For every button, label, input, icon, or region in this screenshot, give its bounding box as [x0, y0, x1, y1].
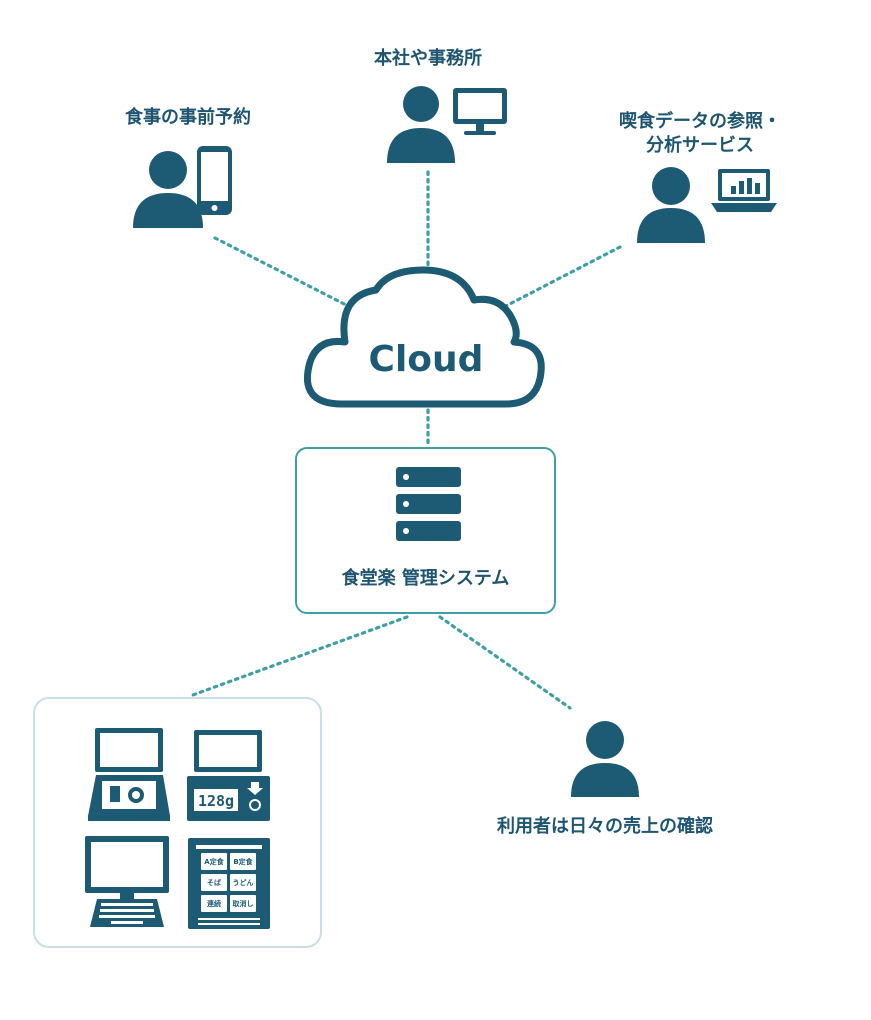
system-box	[295, 447, 556, 614]
connector-cloud-reservation	[213, 236, 356, 311]
ticket-button-a: A定食	[204, 857, 224, 866]
ticket-button-continuous: 連続	[207, 899, 221, 908]
headquarters-icon-group	[387, 86, 507, 163]
cloud-icon	[303, 266, 545, 408]
server-icon	[396, 467, 461, 541]
system-label: 食堂楽 管理システム	[341, 568, 510, 589]
person-icon	[571, 721, 639, 797]
monitor-icon	[453, 88, 507, 135]
ticket-button-cancel: 取消し	[233, 899, 254, 908]
connector-cloud-analysis	[498, 245, 622, 311]
scale-terminal-icon	[187, 730, 270, 821]
ticket-button-b: B定食	[233, 857, 253, 866]
person-icon	[387, 86, 455, 163]
ticket-button-udon: うどん	[233, 878, 254, 887]
cloud-label: Cloud	[369, 339, 484, 380]
connector-system-user	[438, 615, 572, 710]
analysis-icon-group	[637, 167, 777, 243]
analysis-label-line1: 喫食データの参照・	[619, 111, 781, 132]
analysis-label-line2: 分析サービス	[646, 135, 754, 156]
devices-box	[33, 697, 322, 948]
reservation-label: 食事の事前予約	[125, 107, 251, 128]
user-label: 利用者は日々の売上の確認	[497, 816, 713, 837]
reservation-icon-group	[133, 146, 232, 228]
laptop-chart-icon	[711, 169, 777, 212]
connector-system-devices	[188, 615, 409, 698]
ticket-button-soba: そば	[207, 878, 221, 887]
person-icon	[133, 151, 203, 228]
pos-register-icon	[88, 728, 170, 821]
smartphone-icon	[197, 146, 232, 215]
headquarters-label: 本社や事務所	[374, 48, 482, 69]
scale-display: 128g	[198, 792, 234, 810]
ticket-machine-icon: A定食 B定食 そば うどん 連続 取消し	[188, 838, 270, 929]
desktop-pc-icon	[85, 836, 169, 927]
person-icon	[637, 167, 705, 243]
